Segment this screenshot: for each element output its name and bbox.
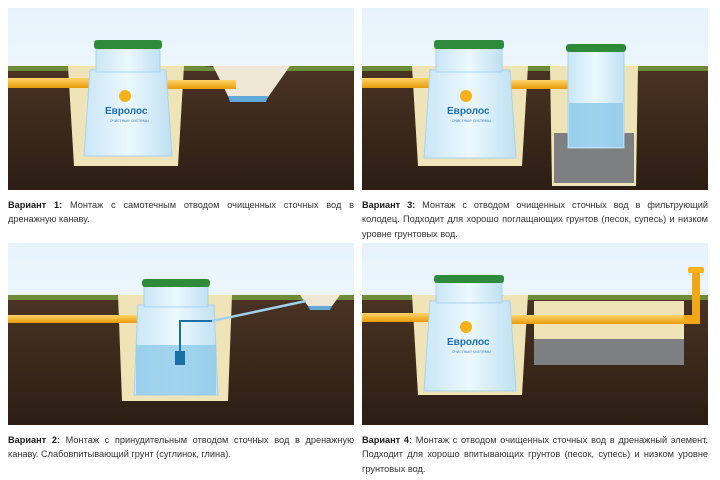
variant-4-caption: Вариант 4: Монтаж с отводом очищенных ст… <box>362 433 708 476</box>
vent-cap <box>688 267 704 273</box>
well-lid <box>566 44 626 52</box>
pressure-pipe <box>179 320 212 353</box>
ditch <box>213 66 290 100</box>
variant-1-text: Монтаж с самотечным отводом очищенных ст… <box>8 200 354 225</box>
pump-icon <box>175 351 185 365</box>
variant-2-illustration <box>8 243 354 425</box>
brand-logo: Евролос <box>447 337 490 348</box>
variant-3-title: Вариант 3: <box>362 200 416 210</box>
brand-sub: очистные системы <box>452 349 491 354</box>
vent-riser <box>684 271 700 324</box>
variant-2-text: Монтаж с принудительным отводом сточных … <box>8 435 354 460</box>
inlet-pipe <box>362 78 434 88</box>
inlet-pipe <box>8 78 98 88</box>
logo-sun-icon <box>460 90 472 102</box>
outlet-pipe <box>156 80 236 89</box>
ditch-water <box>308 306 332 310</box>
brand-logo: Евролос <box>447 106 490 117</box>
variant-3-illustration: Евролос очистные системы <box>362 8 708 190</box>
variant-3-caption: Вариант 3: Монтаж с отводом очищенных ст… <box>362 198 708 241</box>
inlet-pipe <box>8 315 148 323</box>
variant-1-caption: Вариант 1: Монтаж с самотечным отводом о… <box>8 198 354 227</box>
variant-1-title: Вариант 1: <box>8 200 63 210</box>
brand-sub: очистные системы <box>452 118 491 123</box>
variant-4-text: Монтаж с отводом очищенных сточных вод в… <box>362 435 708 474</box>
logo-sun-icon <box>460 321 472 333</box>
outlet-pipe <box>504 80 574 89</box>
gravel <box>534 339 684 365</box>
lid <box>434 275 504 283</box>
variant-2-title: Вариант 2: <box>8 435 60 445</box>
variant-2-caption: Вариант 2: Монтаж с принудительным отвод… <box>8 433 354 462</box>
brand-sub: очистные системы <box>110 118 149 123</box>
brand-logo: Евролос <box>105 106 148 117</box>
variant-3-text: Монтаж с отводом очищенных сточных вод в… <box>362 200 708 239</box>
lid <box>94 40 162 49</box>
variant-4-illustration: Евролос очистные системы <box>362 243 708 425</box>
ditch-water <box>228 96 268 102</box>
drain-pipe <box>504 315 684 324</box>
discharge-line <box>211 299 307 323</box>
well-water <box>569 103 623 147</box>
ditch <box>300 295 340 309</box>
inlet-pipe <box>362 313 434 322</box>
variant-4-title: Вариант 4: <box>362 435 413 445</box>
lid <box>434 40 504 49</box>
variant-1-illustration: Евролос очистные системы <box>8 8 354 190</box>
logo-sun-icon <box>119 90 131 102</box>
lid <box>142 279 210 287</box>
